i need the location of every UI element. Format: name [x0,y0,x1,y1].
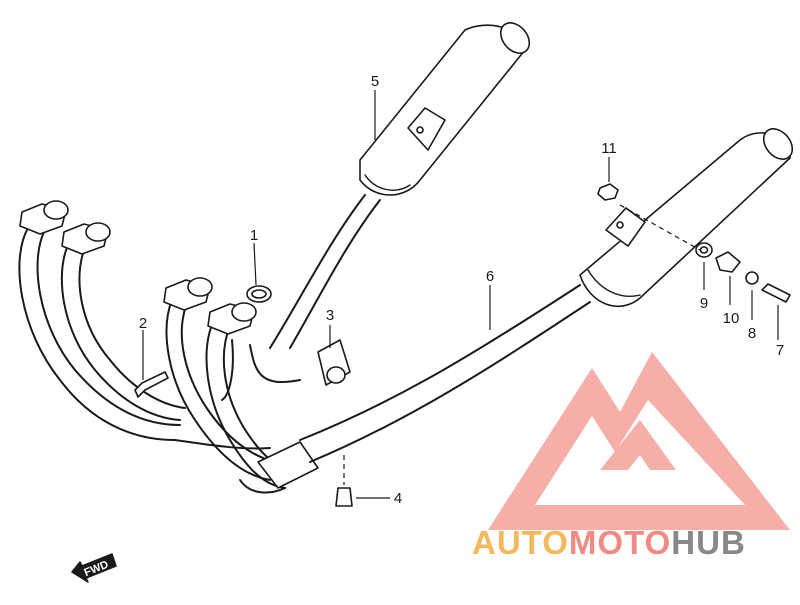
part-label-4: 4 [394,490,402,507]
header-pipes [18,200,319,494]
automotohub-logo [488,352,790,530]
gasket-part-1 [246,285,272,303]
part-label-6: 6 [486,268,494,285]
logo-inner-g [600,420,676,470]
nut-part-11 [597,183,619,201]
muffler-left [269,22,531,349]
part-label-3: 3 [326,307,334,324]
bolt-part-2 [134,371,169,398]
part-label-10: 10 [723,310,740,327]
bolt-part-7 [761,283,791,303]
header-flange-1 [19,200,69,235]
part-label-7: 7 [776,342,784,359]
automotohub-wordmark: AUTOMOTOHUB [472,524,746,561]
fwd-arrow-shape [71,553,117,583]
brand-auto: AUTO [472,524,569,561]
part-number-labels: 1 2 3 4 5 6 7 8 9 10 11 [139,73,784,507]
washer-part-9 [695,242,713,258]
part-label-11: 11 [601,140,617,157]
part-label-2: 2 [139,315,147,332]
brand-hub: HUB [671,524,746,561]
part-label-5: 5 [371,73,379,90]
washer-part-8 [745,271,759,285]
clamp-part-3 [317,339,351,386]
bolt-part-4 [335,455,353,507]
part-label-1: 1 [250,227,258,244]
header-flange-2 [61,222,111,255]
header-flange-3 [163,277,213,311]
fwd-direction-arrow: FWD [71,553,117,583]
muffler-right [299,128,794,463]
logo-triangle [488,352,790,530]
bushing-part-10 [715,251,741,273]
fwd-label: FWD [83,559,111,580]
header-flange-4 [207,302,257,335]
leader-lines [142,90,779,499]
part-label-9: 9 [700,295,708,312]
svg-text:AUTOMOTOHUB: AUTOMOTOHUB [472,524,746,561]
brand-moto: MOTO [569,524,671,561]
part-label-8: 8 [748,325,756,342]
